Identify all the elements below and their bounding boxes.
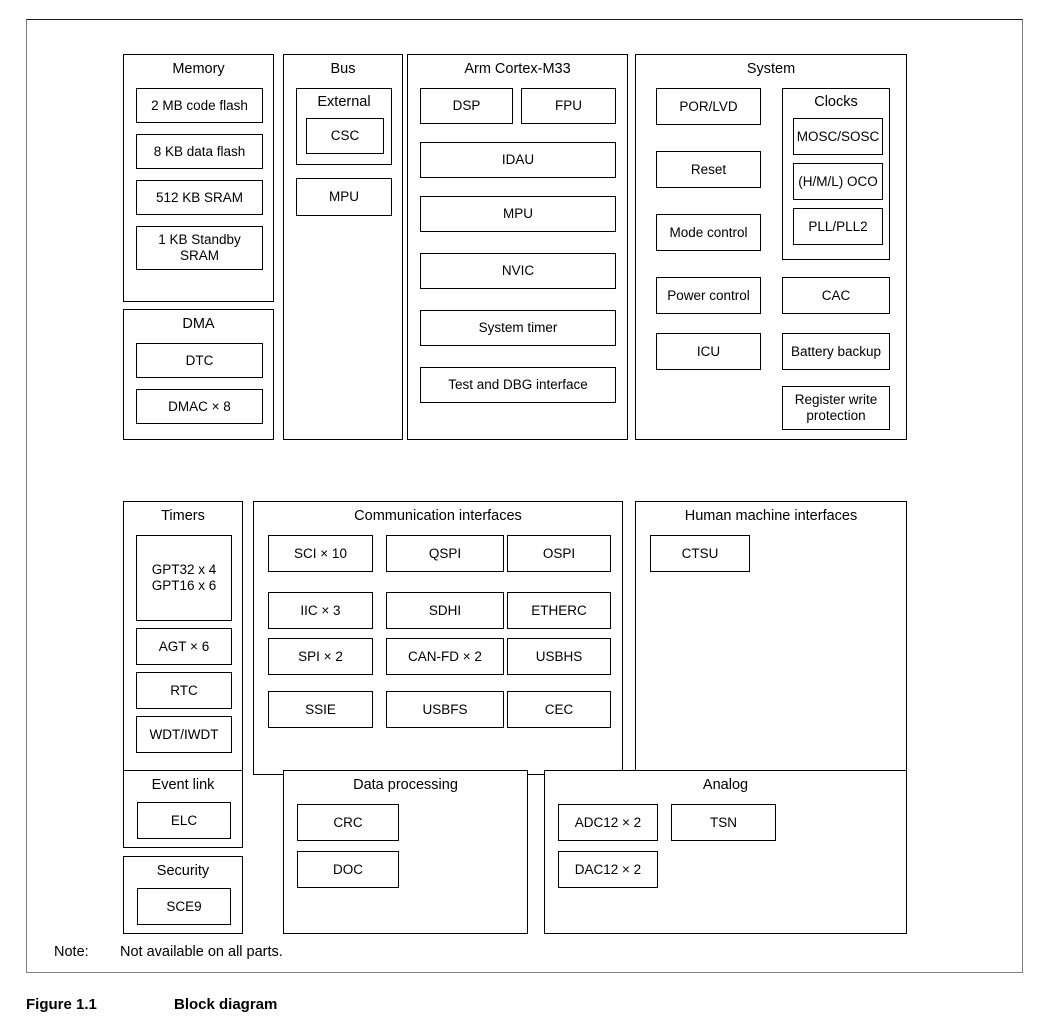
block-cortex-mpu: MPU <box>420 196 616 232</box>
block-nvic: NVIC <box>420 253 616 289</box>
note-text: Not available on all parts. <box>120 944 283 960</box>
block-dac12: DAC12 × 2 <box>558 851 658 888</box>
group-event-link-title: Event link <box>151 777 215 793</box>
block-idau: IDAU <box>420 142 616 178</box>
figure-caption-number: Figure 1.1 <box>26 996 97 1013</box>
block-sci: SCI × 10 <box>268 535 373 572</box>
block-sce9: SCE9 <box>137 888 231 925</box>
group-timers-title: Timers <box>161 508 205 524</box>
block-test-dbg-interface: Test and DBG interface <box>420 367 616 403</box>
group-system-title: System <box>746 61 796 77</box>
block-iic: IIC × 3 <box>268 592 373 629</box>
block-register-write-protection: Register write protection <box>782 386 890 430</box>
block-usbhs: USBHS <box>507 638 611 675</box>
block-rtc: RTC <box>136 672 232 709</box>
block-etherc: ETHERC <box>507 592 611 629</box>
block-pll: PLL/PLL2 <box>793 208 883 245</box>
block-csc: CSC <box>306 118 384 154</box>
figure-caption-title: Block diagram <box>174 996 278 1013</box>
block-fpu: FPU <box>521 88 616 124</box>
group-human-machine-interfaces-title: Human machine interfaces <box>684 508 858 524</box>
group-security-title: Security <box>156 863 210 879</box>
group-bus-external-title: External <box>317 94 371 110</box>
note-row: Note: Not available on all parts. <box>26 940 1023 970</box>
block-sram: 512 KB SRAM <box>136 180 263 215</box>
block-wdt-iwdt: WDT/IWDT <box>136 716 232 753</box>
block-power-control: Power control <box>656 277 761 314</box>
group-memory: Memory 2 MB code flash 8 KB data flash 5… <box>123 54 274 302</box>
group-timers: Timers GPT32 x 4 GPT16 x 6 AGT × 6 RTC W… <box>123 501 243 775</box>
block-agt: AGT × 6 <box>136 628 232 665</box>
block-usbfs: USBFS <box>386 691 504 728</box>
block-ctsu: CTSU <box>650 535 750 572</box>
block-cec: CEC <box>507 691 611 728</box>
block-ospi: OSPI <box>507 535 611 572</box>
group-memory-title: Memory <box>172 61 225 77</box>
block-dtc: DTC <box>136 343 263 378</box>
group-human-machine-interfaces: Human machine interfaces CTSU <box>635 501 907 775</box>
block-mosc-sosc: MOSC/SOSC <box>793 118 883 155</box>
group-event-link: Event link ELC <box>123 770 243 848</box>
group-analog: Analog ADC12 × 2 TSN DAC12 × 2 <box>544 770 907 934</box>
group-analog-title: Analog <box>702 777 749 793</box>
block-gpt: GPT32 x 4 GPT16 x 6 <box>136 535 232 621</box>
block-reset: Reset <box>656 151 761 188</box>
group-system: System POR/LVD Reset Mode control Power … <box>635 54 907 440</box>
block-data-flash: 8 KB data flash <box>136 134 263 169</box>
note-label: Note: <box>54 944 89 960</box>
block-doc: DOC <box>297 851 399 888</box>
block-spi: SPI × 2 <box>268 638 373 675</box>
group-security: Security SCE9 <box>123 856 243 934</box>
block-icu: ICU <box>656 333 761 370</box>
block-elc: ELC <box>137 802 231 839</box>
block-sdhi: SDHI <box>386 592 504 629</box>
group-communication-interfaces: Communication interfaces SCI × 10 QSPI O… <box>253 501 623 775</box>
group-communication-interfaces-title: Communication interfaces <box>354 508 522 524</box>
group-clocks: Clocks MOSC/SOSC (H/M/L) OCO PLL/PLL2 <box>782 88 890 260</box>
block-dmac: DMAC × 8 <box>136 389 263 424</box>
block-ssie: SSIE <box>268 691 373 728</box>
group-bus-external: External CSC <box>296 88 392 165</box>
block-standby-sram: 1 KB Standby SRAM <box>136 226 263 270</box>
block-por-lvd: POR/LVD <box>656 88 761 125</box>
block-dsp: DSP <box>420 88 513 124</box>
block-cac: CAC <box>782 277 890 314</box>
group-data-processing: Data processing CRC DOC <box>283 770 528 934</box>
group-dma: DMA DTC DMAC × 8 <box>123 309 274 440</box>
block-diagram-frame: Memory 2 MB code flash 8 KB data flash 5… <box>26 19 1023 973</box>
block-qspi: QSPI <box>386 535 504 572</box>
block-oco: (H/M/L) OCO <box>793 163 883 200</box>
block-tsn: TSN <box>671 804 776 841</box>
group-clocks-title: Clocks <box>814 94 858 110</box>
block-bus-mpu: MPU <box>296 178 392 216</box>
block-can-fd: CAN-FD × 2 <box>386 638 504 675</box>
block-system-timer: System timer <box>420 310 616 346</box>
group-cortex-m33-title: Arm Cortex-M33 <box>464 61 571 77</box>
block-crc: CRC <box>297 804 399 841</box>
group-data-processing-title: Data processing <box>353 777 458 793</box>
block-code-flash: 2 MB code flash <box>136 88 263 123</box>
block-mode-control: Mode control <box>656 214 761 251</box>
block-battery-backup: Battery backup <box>782 333 890 370</box>
group-bus: Bus External CSC MPU <box>283 54 403 440</box>
block-adc12: ADC12 × 2 <box>558 804 658 841</box>
group-dma-title: DMA <box>182 316 215 332</box>
group-bus-title: Bus <box>330 61 356 77</box>
group-cortex-m33: Arm Cortex-M33 DSP FPU IDAU MPU NVIC Sys… <box>407 54 628 440</box>
